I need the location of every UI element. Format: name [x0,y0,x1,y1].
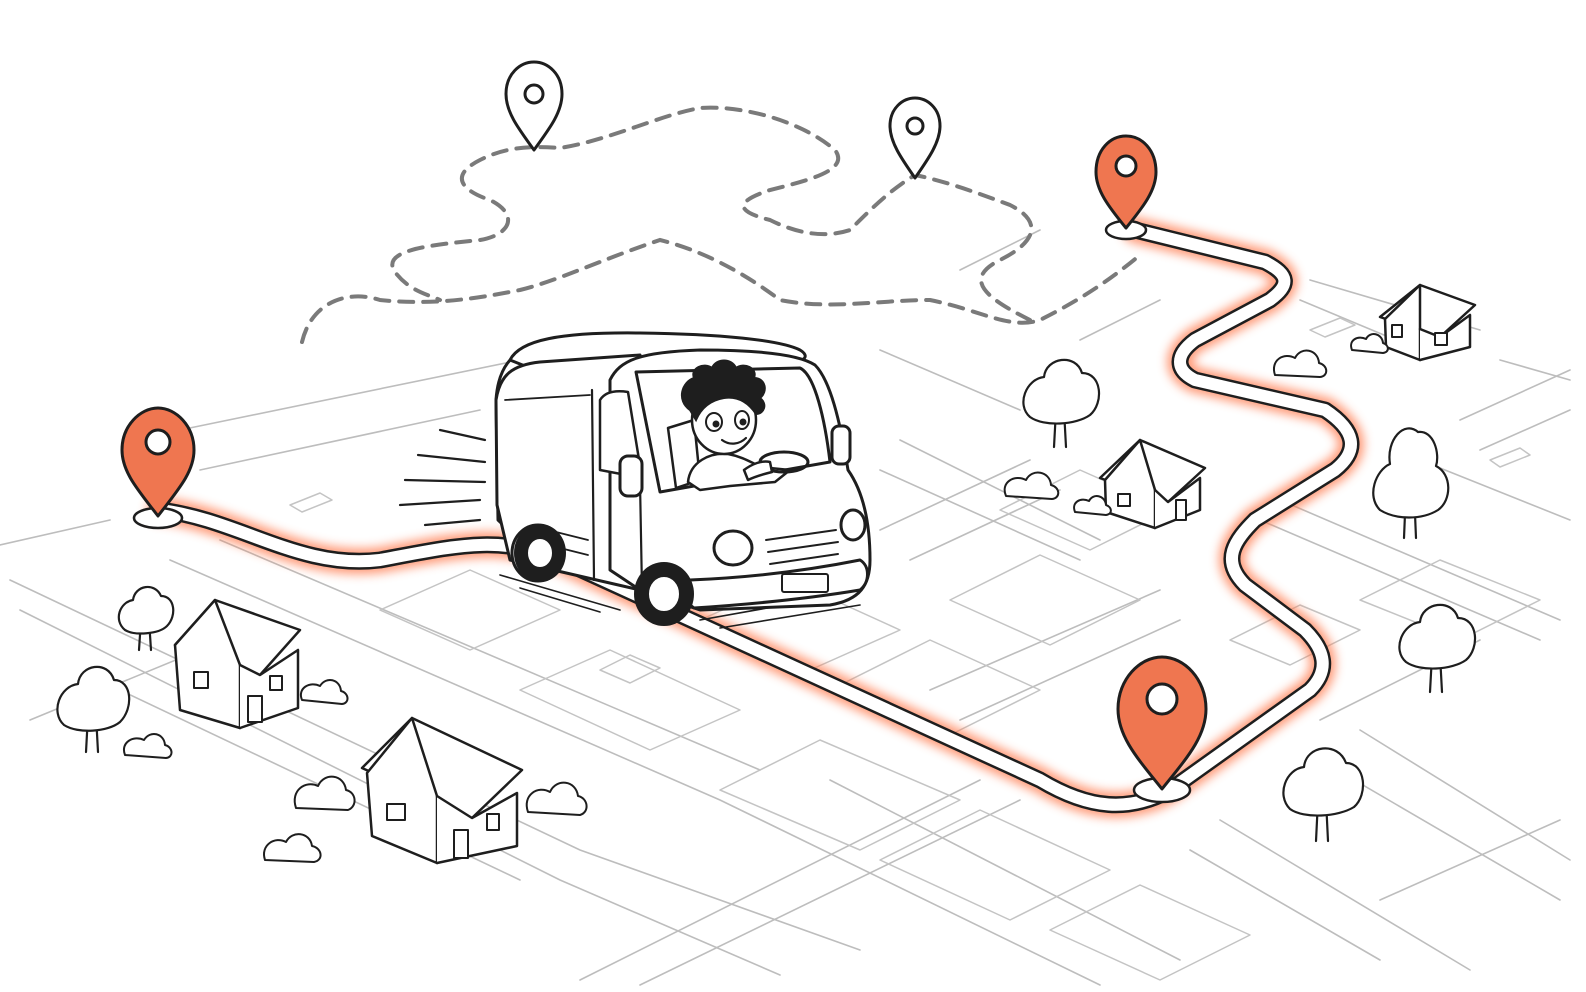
van-headlight [839,508,867,542]
driver-boy [666,359,810,492]
tree [117,586,175,652]
bush [525,781,588,816]
bush [299,679,349,705]
inactive-route [300,237,1142,344]
inactive-pin-left[interactable] [504,60,564,152]
location-pin-icon [1094,134,1158,230]
tree [56,665,131,754]
bushes [122,333,1389,863]
van-license-plate [781,573,829,593]
bush [1003,471,1060,500]
tree [1372,427,1450,540]
trees [56,358,1477,843]
start-pin[interactable] [120,406,196,530]
inactive-route-branch [390,105,1034,322]
van-wheel-rear [510,523,566,583]
active-route [147,217,1364,818]
house-bottom [360,716,524,865]
van-side-mirror [830,424,852,466]
bush [1350,333,1389,354]
tree [1282,747,1365,843]
house-middle-right [1098,438,1207,530]
bush [263,833,322,863]
tree [1398,603,1477,694]
house-left [173,598,302,730]
inactive-pin-right[interactable] [888,96,942,180]
location-pin-icon [888,96,942,180]
van-headlight [712,529,754,567]
delivery-van [398,331,872,629]
van-side-mirror [618,454,644,498]
tree [1022,358,1101,449]
bush [1272,349,1328,378]
bush [293,775,356,811]
bush [1073,495,1112,516]
house-top-right [1378,283,1477,362]
van-wheel-front [634,562,694,626]
location-pin-icon [504,60,564,152]
waypoint-pin-top-right[interactable] [1094,134,1158,241]
location-pin-icon [120,406,196,518]
location-pin-icon [1116,655,1208,791]
destination-pin[interactable] [1116,655,1208,804]
speed-lines [398,428,487,527]
bush [122,733,173,759]
